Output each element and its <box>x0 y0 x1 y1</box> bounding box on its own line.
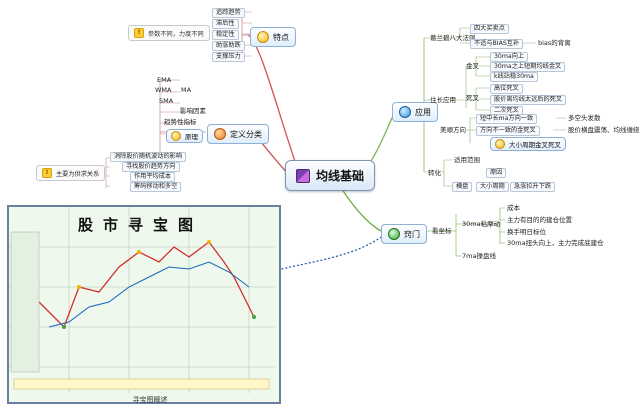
feature-item[interactable]: 滞后性 <box>212 19 239 30</box>
treasure-map-title: 股市寻宝图 <box>78 216 204 234</box>
definition-note-text: 主要为供求关系 <box>56 170 100 178</box>
application-rule8-item[interactable]: 不适与BIAS互补 <box>470 39 524 50</box>
definition-principle[interactable]: 原理 <box>166 129 203 143</box>
treasure-map-chart <box>9 207 275 393</box>
definition-type[interactable]: WMA <box>155 86 172 94</box>
smile-icon <box>257 31 269 43</box>
branch-definition-label: 定义分类 <box>230 129 262 139</box>
smile-icon <box>495 139 505 149</box>
application-rule8-item[interactable]: bias的背离 <box>538 39 571 47</box>
warning-icon: ! <box>134 28 144 38</box>
definition-trend-indicator[interactable]: 趋势性指标 <box>164 118 197 126</box>
application-order-item[interactable]: 短中长ma方向一致 <box>476 114 538 125</box>
definition-influence[interactable]: 影响因素 <box>180 107 206 115</box>
tips-ma30[interactable]: 30ma粘摩动 <box>462 220 501 228</box>
feature-item[interactable]: 稳定性 <box>212 30 239 41</box>
application-convert-item[interactable]: 大小周期 <box>476 182 509 193</box>
info-icon <box>399 106 411 118</box>
treasure-map-panel[interactable] <box>7 205 281 404</box>
application-gold-item[interactable]: 30ma之上短期均线金叉 <box>490 62 566 73</box>
tip-icon <box>388 228 400 240</box>
application-death[interactable]: 死叉 <box>466 94 479 102</box>
application-order-item[interactable]: 方向不一致的金死叉 <box>476 126 540 137</box>
application-convert[interactable]: 转化 <box>428 169 441 177</box>
definition-type[interactable]: SMA <box>159 97 174 105</box>
central-topic[interactable]: 均线基础 <box>285 160 376 191</box>
application-gold-item[interactable]: k线站稳30ma <box>490 72 538 83</box>
application-order[interactable]: 美顺方向 <box>440 126 466 134</box>
tips-sub[interactable]: 看坐标 <box>432 227 452 235</box>
definition-detail[interactable]: 消除股价随机波动的影响 <box>110 152 187 163</box>
definition-type[interactable]: MA <box>181 86 192 94</box>
application-convert-item[interactable]: 原因 <box>486 168 507 179</box>
application-rule8-item[interactable]: 四大买卖点 <box>470 24 509 35</box>
branch-application-label: 应用 <box>415 107 431 117</box>
tips-ma30-item[interactable]: 30ma扭头向上，主力完成底建仓 <box>507 239 604 247</box>
application-order-tip[interactable]: 大小周期金叉死叉 <box>490 137 566 151</box>
flag-icon <box>296 168 310 183</box>
application-rule8[interactable]: 葛兰碧八大法则 <box>430 34 476 42</box>
tips-ma30-item[interactable]: 主力有目的的建仓位置 <box>507 216 572 224</box>
branch-features[interactable]: 特点 <box>250 27 296 47</box>
tips-ma30-item[interactable]: 成本 <box>507 204 520 212</box>
smile-icon <box>171 131 181 141</box>
branch-features-label: 特点 <box>273 32 289 42</box>
application-convert-item[interactable]: 适用范围 <box>454 156 480 164</box>
application-mix[interactable]: 住长应用 <box>430 96 456 104</box>
application-convert-item[interactable]: 横盘 <box>452 182 473 193</box>
branch-definition[interactable]: 定义分类 <box>207 124 269 144</box>
warning-icon <box>214 128 226 140</box>
features-note[interactable]: ! 参数不同，力度不同 <box>128 25 210 41</box>
warning-icon: ! <box>42 168 52 178</box>
feature-item[interactable]: 助涨助跌 <box>212 41 245 52</box>
definition-note[interactable]: ! 主要为供求关系 <box>36 165 106 181</box>
application-gold[interactable]: 金叉 <box>466 62 479 70</box>
application-convert-item[interactable]: 急涨拉升下跌 <box>510 182 556 193</box>
application-gold-item[interactable]: 30ma向上 <box>490 52 529 63</box>
branch-application[interactable]: 应用 <box>392 102 438 122</box>
features-note-text: 参数不同，力度不同 <box>148 30 204 38</box>
branch-tips-label: 窍门 <box>404 229 420 239</box>
application-order-item[interactable]: 股价横盘震荡、均线缠绕 <box>568 126 640 134</box>
definition-detail[interactable]: 筹码移动和多空 <box>130 182 182 193</box>
tips-ma30-item[interactable]: 换手明日标位 <box>507 228 546 236</box>
definition-detail[interactable]: 寻找股价趋势方向 <box>122 162 180 173</box>
definition-principle-label: 原理 <box>185 133 198 141</box>
application-order-tip-label: 大小周期金叉死叉 <box>509 141 561 149</box>
application-death-item[interactable]: 股价离均线太远后的死叉 <box>490 95 567 106</box>
central-topic-label: 均线基础 <box>316 169 365 183</box>
branch-tips[interactable]: 窍门 <box>381 224 427 244</box>
application-order-item[interactable]: 多空头发散 <box>568 114 601 122</box>
feature-item[interactable]: 支撑压力 <box>212 52 245 63</box>
definition-type[interactable]: EMA <box>157 76 172 84</box>
tips-ma7[interactable]: 7ma操盘线 <box>462 252 496 260</box>
application-death-item[interactable]: 高位死叉 <box>490 84 523 95</box>
definition-detail[interactable]: 作用平均成本 <box>130 172 176 183</box>
feature-item[interactable]: 追踪趋势 <box>212 8 245 19</box>
treasure-map-caption: 寻宝图概述 <box>132 396 168 404</box>
